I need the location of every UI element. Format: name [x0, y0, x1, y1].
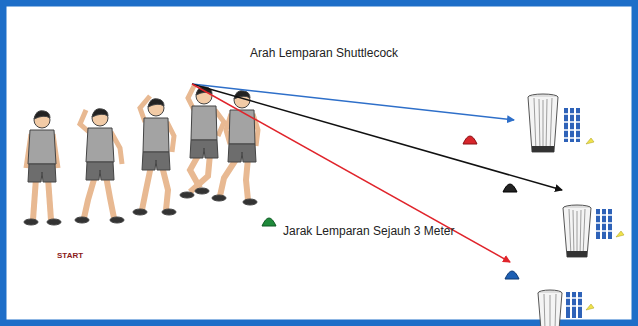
- player-figure: [75, 109, 124, 223]
- target-basket: [528, 94, 594, 152]
- throw-arrow: [192, 84, 510, 262]
- throw-arrow: [192, 84, 562, 190]
- target-basket: [538, 290, 594, 326]
- player-figure: [180, 86, 224, 198]
- start-label: START: [57, 251, 83, 260]
- marker-cone: [505, 271, 519, 279]
- marker-cone: [503, 184, 517, 192]
- target-basket: [563, 205, 624, 257]
- throw-arrow: [192, 84, 514, 120]
- player-figure: [133, 96, 176, 215]
- frame-border: [3, 3, 635, 323]
- marker-cone: [262, 218, 276, 226]
- distance-note: Jarak Lemparan Sejauh 3 Meter: [283, 224, 454, 238]
- player-figure: [24, 111, 61, 225]
- arrow-caption: Arah Lemparan Shuttlecock: [250, 46, 398, 60]
- marker-cone: [463, 136, 477, 144]
